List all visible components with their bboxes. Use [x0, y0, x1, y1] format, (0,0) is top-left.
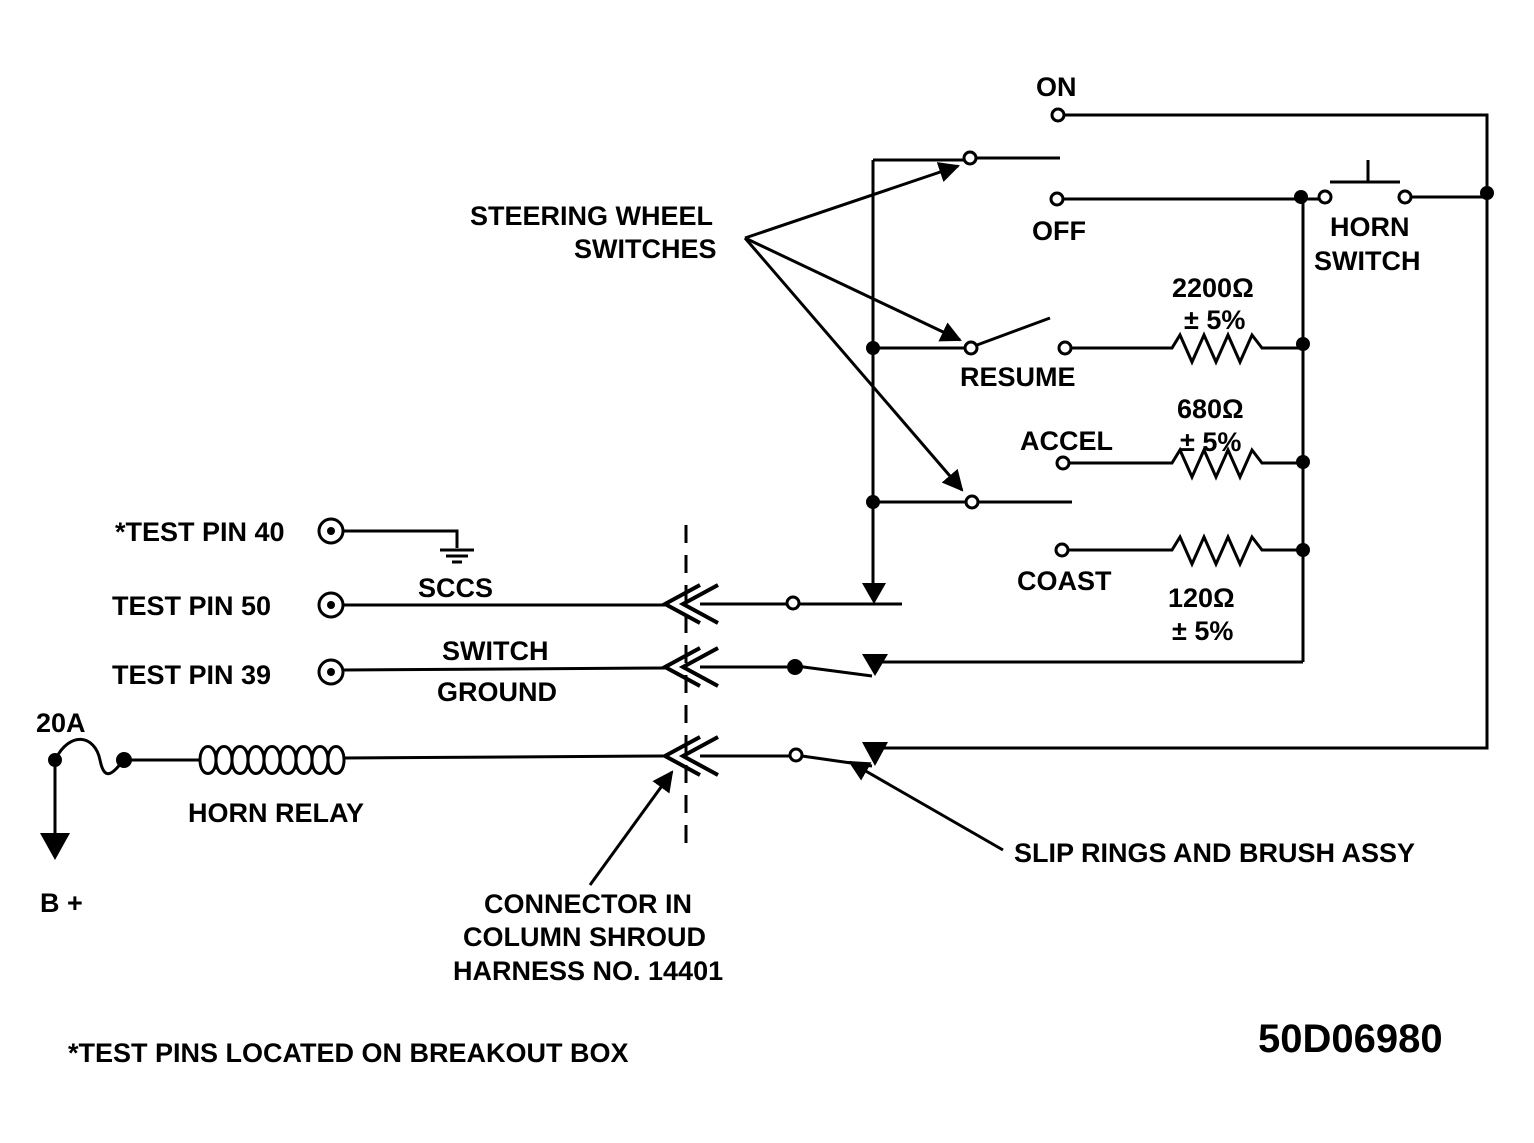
label-horn-switch: HORN: [1330, 212, 1410, 242]
slip-ring-brush-2: [795, 654, 1303, 678]
resistor-2200: [1160, 331, 1303, 366]
label-off: OFF: [1032, 216, 1086, 246]
label-horn-switch: SWITCH: [1314, 246, 1420, 276]
connector-terminal: [787, 659, 803, 675]
label-resistor-680-tol: ± 5%: [1180, 427, 1241, 457]
connector-leader-arrow: [588, 770, 674, 886]
label-steering-wheel-switches: SWITCHES: [574, 234, 717, 264]
label-steering-wheel-switches: STEERING WHEEL: [470, 201, 713, 231]
label-coast: COAST: [1017, 566, 1112, 596]
label-resume: RESUME: [960, 362, 1076, 392]
node: [1296, 543, 1310, 557]
switch-coast-contact: [873, 494, 1160, 558]
fuse-20a: [40, 737, 132, 860]
node: [1294, 190, 1308, 204]
footnote: *TEST PINS LOCATED ON BREAKOUT BOX: [68, 1038, 629, 1068]
label-resistor-120: 120Ω: [1168, 583, 1235, 613]
label-resistor-2200-tol: ± 5%: [1184, 305, 1245, 335]
resistor-680: [1160, 446, 1303, 481]
label-sccs: SCCS: [418, 573, 493, 603]
label-on: ON: [1036, 72, 1077, 102]
label-fuse-20a: 20A: [36, 708, 86, 738]
label-test-pin-39: TEST PIN 39: [112, 660, 271, 690]
label-accel: ACCEL: [1020, 426, 1113, 456]
test-pin-39: [317, 658, 666, 686]
label-resistor-680: 680Ω: [1177, 394, 1244, 424]
figure-id: 50D06980: [1258, 1017, 1443, 1061]
slip-ring-leader-arrow: [848, 760, 1004, 852]
horn-switch: [1317, 160, 1487, 205]
label-switch-ground: GROUND: [437, 677, 557, 707]
slip-ring-brush-1: [800, 583, 902, 606]
label-switch-ground: SWITCH: [442, 636, 548, 666]
label-resistor-2200: 2200Ω: [1172, 273, 1254, 303]
switch-on-off: [873, 107, 1320, 207]
connector-terminal: [785, 595, 801, 611]
connector-terminal: [788, 747, 804, 763]
node: [866, 341, 880, 355]
switch-resume: [873, 316, 1160, 356]
node: [1296, 455, 1310, 469]
horn-relay-coil: [124, 745, 666, 775]
resistor-120: [1160, 533, 1303, 568]
label-connector: CONNECTOR IN: [484, 889, 692, 919]
node: [1296, 337, 1310, 351]
label-horn-relay: HORN RELAY: [188, 798, 364, 828]
node: [1480, 186, 1494, 200]
label-b-plus: B +: [40, 888, 83, 918]
test-pin-40: [317, 517, 474, 564]
test-pin-50: [317, 591, 665, 619]
node: [866, 495, 880, 509]
column-connector: [660, 525, 719, 845]
label-connector: HARNESS NO. 14401: [453, 956, 723, 986]
slip-ring-brush-3: [801, 742, 888, 768]
label-slip-rings: SLIP RINGS AND BRUSH ASSY: [1014, 838, 1415, 868]
on-return-wire: [880, 113, 1489, 750]
label-test-pin-40: *TEST PIN 40: [115, 517, 285, 547]
switch-accel: [1055, 455, 1160, 471]
label-test-pin-50: TEST PIN 50: [112, 591, 271, 621]
label-connector: COLUMN SHROUD: [463, 922, 706, 952]
label-resistor-120-tol: ± 5%: [1172, 616, 1233, 646]
steering-leader-arrows: [743, 162, 964, 492]
